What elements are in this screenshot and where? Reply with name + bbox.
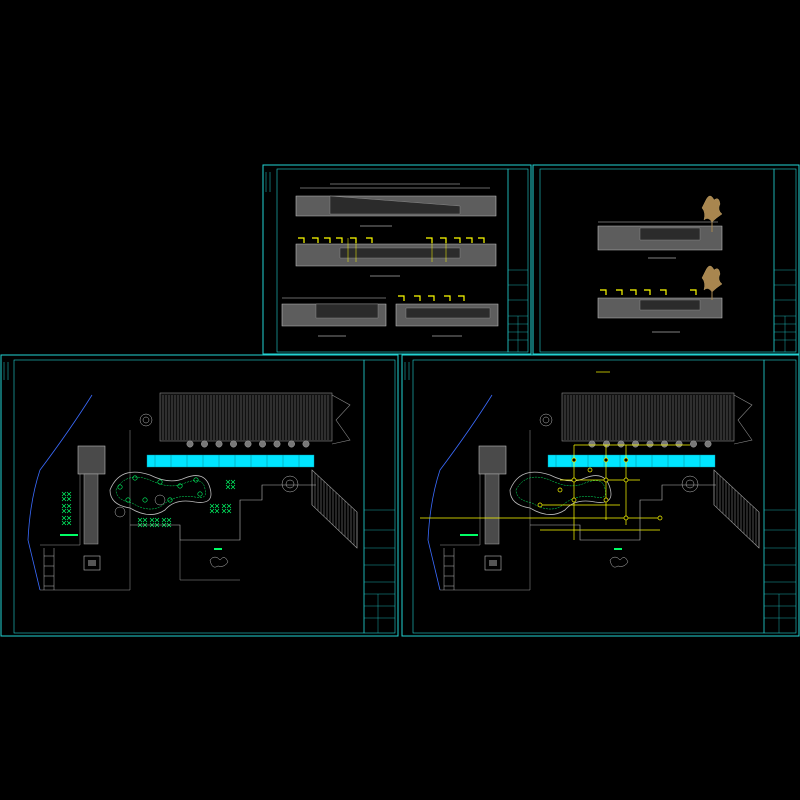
sheet-border bbox=[262, 164, 532, 355]
lighting-markers bbox=[298, 237, 485, 243]
site-boundary bbox=[427, 394, 493, 591]
binding-margin-marks bbox=[404, 362, 410, 380]
landscape-plan bbox=[0, 354, 399, 637]
plant-symbol bbox=[193, 477, 199, 483]
plant-symbol bbox=[157, 479, 163, 485]
section-sheet-2 bbox=[532, 164, 800, 355]
sheet-border bbox=[0, 354, 399, 637]
plant-symbol bbox=[117, 484, 123, 490]
light-fixture-symbol bbox=[537, 502, 543, 508]
column-symbol bbox=[675, 440, 683, 448]
title-block-rows bbox=[774, 269, 796, 352]
light-fixture-symbol bbox=[603, 457, 609, 463]
light-fixture-symbol bbox=[603, 497, 609, 503]
binding-margin-marks bbox=[3, 362, 9, 380]
column-symbol bbox=[617, 440, 625, 448]
site-boundary bbox=[27, 394, 93, 591]
water-band bbox=[146, 454, 315, 468]
building-roof bbox=[159, 392, 351, 445]
pavilion bbox=[484, 555, 502, 571]
plant-symbol bbox=[167, 497, 173, 503]
stairs bbox=[713, 469, 760, 549]
title-block bbox=[363, 359, 396, 634]
light-fixture-symbol bbox=[571, 497, 577, 503]
column-row bbox=[588, 440, 712, 448]
column-symbol bbox=[646, 440, 654, 448]
plant-symbol bbox=[197, 491, 203, 497]
section-a bbox=[295, 183, 497, 227]
light-fixture-symbol bbox=[571, 477, 577, 483]
light-fixture-symbol bbox=[603, 477, 609, 483]
tower bbox=[77, 445, 106, 475]
column-symbol bbox=[603, 440, 610, 448]
tower bbox=[478, 445, 507, 475]
lighting-fixtures bbox=[537, 457, 663, 521]
planting-symbols bbox=[117, 475, 203, 503]
plant-symbol bbox=[142, 497, 148, 503]
column-symbol bbox=[244, 440, 252, 448]
column-symbol bbox=[259, 440, 266, 448]
shrub-symbols bbox=[209, 556, 229, 568]
tree-elevation bbox=[701, 265, 723, 293]
tree-symbols bbox=[539, 413, 699, 493]
title-block-rows bbox=[508, 269, 528, 352]
pond bbox=[109, 471, 212, 515]
light-fixture-symbol bbox=[623, 477, 629, 483]
column-symbol bbox=[288, 440, 295, 448]
light-fixture-symbol bbox=[557, 487, 563, 493]
ladder bbox=[443, 548, 455, 590]
section-d bbox=[395, 295, 499, 337]
sheet-border bbox=[532, 164, 800, 355]
pavilion bbox=[83, 555, 101, 571]
lighting-plan bbox=[401, 354, 800, 637]
sheet-inner-frame bbox=[539, 168, 775, 353]
title-block bbox=[763, 359, 797, 634]
section-sheet-1 bbox=[262, 164, 532, 355]
column-symbol bbox=[588, 440, 596, 448]
light-fixture-symbol bbox=[623, 457, 629, 463]
tree-symbols bbox=[114, 413, 299, 518]
column-symbol bbox=[661, 440, 668, 448]
building-roof bbox=[561, 392, 753, 445]
column-symbol bbox=[690, 440, 697, 448]
column-row bbox=[186, 440, 310, 448]
shrub-symbols bbox=[609, 556, 629, 568]
light-fixture-symbol bbox=[587, 467, 593, 473]
column-symbol bbox=[632, 440, 639, 448]
walkway bbox=[484, 473, 500, 545]
plant-symbol bbox=[132, 475, 138, 481]
binding-margin-marks bbox=[265, 172, 271, 192]
section-e bbox=[597, 195, 723, 259]
title-block-rows bbox=[764, 509, 796, 633]
column-symbol bbox=[215, 440, 223, 448]
column-symbol bbox=[201, 440, 208, 448]
column-symbol bbox=[186, 440, 194, 448]
water-band bbox=[547, 454, 716, 468]
light-fixture-symbol bbox=[623, 515, 629, 521]
section-f bbox=[597, 265, 723, 333]
plant-symbol bbox=[177, 483, 183, 489]
stairs bbox=[311, 469, 358, 549]
light-fixture-symbol bbox=[657, 515, 663, 521]
section-b bbox=[295, 237, 497, 277]
pond bbox=[509, 471, 612, 515]
walkway bbox=[83, 473, 99, 545]
section-c bbox=[281, 297, 387, 337]
title-block-rows bbox=[364, 509, 395, 633]
sheet-border bbox=[401, 354, 800, 637]
column-symbol bbox=[302, 440, 310, 448]
tree-elevation bbox=[701, 195, 723, 223]
ladder bbox=[43, 548, 55, 590]
column-symbol bbox=[704, 440, 712, 448]
plant-symbol bbox=[125, 497, 131, 503]
column-symbol bbox=[273, 440, 281, 448]
light-fixture-symbol bbox=[571, 457, 577, 463]
column-symbol bbox=[230, 440, 237, 448]
